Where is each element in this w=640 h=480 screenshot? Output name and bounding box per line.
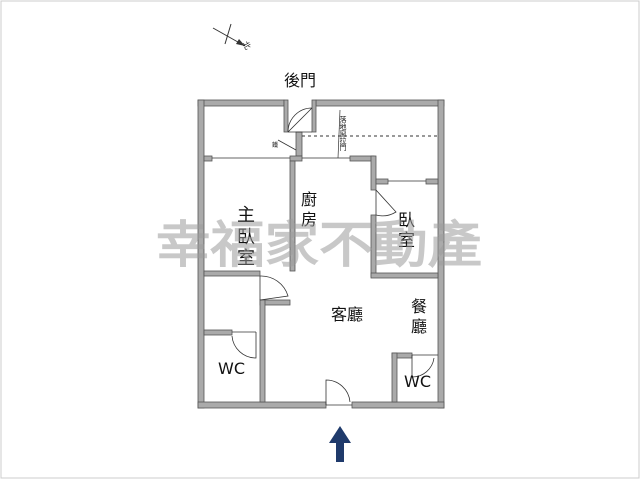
watermark: 幸福家不動產 <box>156 216 482 274</box>
doors <box>231 107 438 406</box>
master-bedroom-line1: 主 <box>237 205 255 226</box>
bedroom-line2: 室 <box>398 231 415 251</box>
kitchen-line1: 廚 <box>301 190 317 209</box>
dining-line2: 廳 <box>411 317 427 336</box>
north-label: 北 <box>241 40 253 51</box>
master-bedroom-line2: 臥 <box>237 227 255 248</box>
north-arrow-icon <box>212 23 246 47</box>
window-marks <box>212 157 426 182</box>
entrance-arrow-icon <box>329 426 351 462</box>
wc-left-label: WC <box>218 359 245 378</box>
wc-right-label: WC <box>404 372 431 391</box>
sliding-door-label: 落地窗拉門 <box>339 115 347 152</box>
living-room-label: 客廳 <box>331 305 363 324</box>
svg-text:落地窗拉門: 落地窗拉門 <box>339 115 347 152</box>
small-note: 鐵 <box>272 141 278 149</box>
back-door-label: 後門 <box>284 71 316 90</box>
bedroom-line1: 臥 <box>398 211 415 231</box>
master-bedroom-line3: 室 <box>237 248 255 269</box>
kitchen-line2: 房 <box>301 210 317 229</box>
dining-line1: 餐 <box>411 297 427 316</box>
